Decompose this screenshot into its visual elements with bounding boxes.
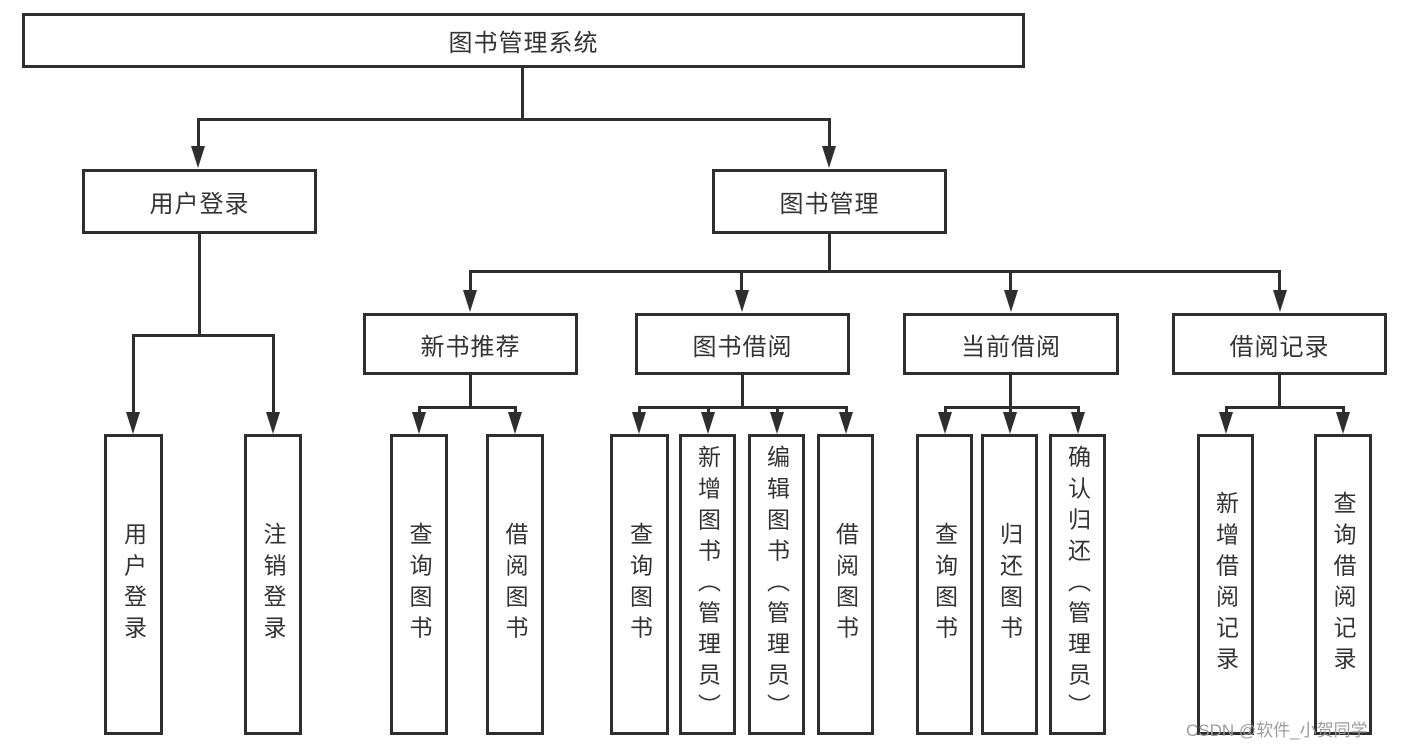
node-user-login: 用户登录: [82, 169, 317, 234]
connector-line: [197, 118, 200, 150]
arrowhead-down: [701, 412, 715, 434]
node-label: 图书借阅: [692, 333, 793, 361]
connector-line: [638, 406, 847, 409]
connector-line: [1009, 375, 1012, 408]
arrowhead-down: [735, 290, 749, 312]
arrowhead-down: [822, 146, 836, 168]
node-leaf-nb-query-books: 查询图书: [390, 434, 448, 735]
node-leaf-cb-confirm-return: 确认归还（管理员）: [1049, 434, 1106, 735]
node-leaf-bb-borrow-books: 借阅图书: [817, 434, 874, 735]
connector-line: [740, 270, 743, 294]
node-label: 编辑图书（管理员）: [763, 444, 790, 725]
connector-line: [1225, 406, 1344, 409]
node-leaf-br-add-record: 新增借阅记录: [1197, 434, 1254, 735]
node-label: 确认归还（管理员）: [1064, 444, 1091, 725]
arrowhead-down: [1273, 290, 1287, 312]
node-label: 借阅图书: [832, 522, 859, 647]
connector-line: [272, 334, 275, 416]
node-label: 注销登录: [260, 522, 286, 647]
watermark: CSDN @软件_小贺同学: [1186, 721, 1368, 740]
arrowhead-down: [839, 412, 853, 434]
node-label: 新增图书（管理员）: [694, 444, 721, 725]
node-label: 归还图书: [996, 522, 1023, 647]
node-leaf-cb-query-books: 查询图书: [916, 434, 973, 735]
node-label: 新增借阅记录: [1212, 491, 1239, 678]
arrowhead-down: [1071, 412, 1085, 434]
node-label: 查询图书: [626, 522, 653, 647]
node-leaf-cb-return-books: 归还图书: [981, 434, 1038, 735]
connector-line: [1009, 270, 1012, 294]
arrowhead-down: [508, 412, 522, 434]
arrowhead-down: [266, 412, 280, 434]
connector-line: [197, 118, 831, 121]
arrowhead-down: [1336, 412, 1350, 434]
node-label: 查询图书: [406, 522, 432, 647]
node-leaf-nb-borrow-books: 借阅图书: [486, 434, 544, 735]
connector-line: [132, 334, 274, 337]
node-borrow-records: 借阅记录: [1172, 313, 1387, 375]
node-label: 借阅记录: [1229, 333, 1330, 361]
node-leaf-user-login: 用户登录: [104, 434, 163, 735]
connector-line: [469, 270, 1280, 273]
node-book-management: 图书管理: [712, 169, 947, 234]
node-label: 查询图书: [931, 522, 958, 647]
connector-line: [469, 375, 472, 408]
node-label: 图书管理: [779, 191, 880, 218]
arrowhead-down: [1219, 412, 1233, 434]
node-leaf-bb-edit-books: 编辑图书（管理员）: [748, 434, 805, 735]
arrowhead-down: [463, 290, 477, 312]
node-book-borrow: 图书借阅: [635, 313, 850, 375]
node-label: 用户登录: [120, 522, 147, 647]
arrowhead-down: [938, 412, 952, 434]
connector-line: [1278, 270, 1281, 294]
node-label: 新书推荐: [420, 333, 521, 361]
connector-line: [1278, 375, 1281, 408]
arrowhead-down: [191, 146, 205, 168]
node-label: 图书管理系统: [448, 30, 599, 57]
arrowhead-down: [770, 412, 784, 434]
node-current-borrow: 当前借阅: [903, 313, 1119, 375]
connector-line: [198, 234, 201, 336]
node-leaf-br-query-record: 查询借阅记录: [1314, 434, 1372, 735]
node-label: 查询借阅记录: [1330, 491, 1356, 678]
node-leaf-bb-query-books: 查询图书: [610, 434, 669, 735]
node-leaf-bb-add-books: 新增图书（管理员）: [679, 434, 736, 735]
node-label: 用户登录: [149, 191, 250, 218]
node-new-book-recommend: 新书推荐: [363, 313, 578, 375]
connector-line: [469, 270, 472, 294]
node-label: 当前借阅: [961, 333, 1061, 361]
node-root: 图书管理系统: [22, 13, 1025, 68]
arrowhead-down: [412, 412, 426, 434]
connector-line: [828, 234, 831, 273]
connector-line: [828, 118, 831, 150]
connector-line: [418, 406, 516, 409]
node-leaf-logout: 注销登录: [244, 434, 302, 735]
arrowhead-down: [126, 412, 140, 434]
arrowhead-down: [632, 412, 646, 434]
connector-line: [741, 375, 744, 408]
connector-line: [521, 68, 524, 119]
connector-line: [132, 334, 135, 416]
arrowhead-down: [1003, 412, 1017, 434]
node-label: 借阅图书: [502, 522, 528, 647]
arrowhead-down: [1004, 290, 1018, 312]
